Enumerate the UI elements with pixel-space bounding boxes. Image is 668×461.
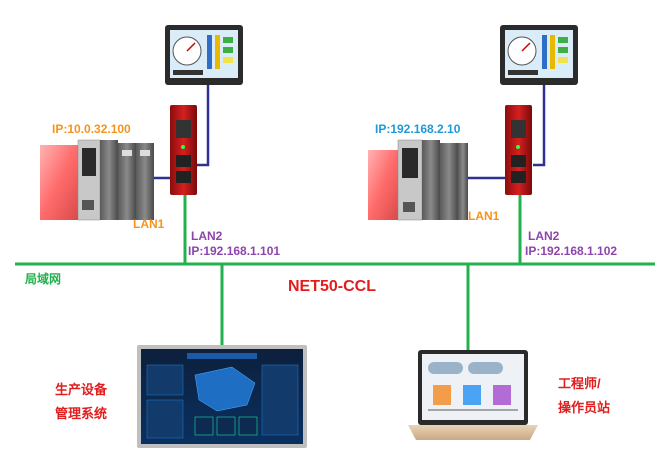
left-gateway-device xyxy=(170,105,197,195)
right-plc-ip-label: IP:192.168.2.10 xyxy=(375,122,461,136)
lan-label: 局域网 xyxy=(25,271,61,286)
right-lan2-label: LAN2 xyxy=(528,229,560,243)
mes-label-line1: 生产设备 xyxy=(55,382,108,397)
left-lan2-ip-label: IP:192.168.1.101 xyxy=(188,244,280,258)
mes-monitor xyxy=(137,345,307,448)
left-lan2-label: LAN2 xyxy=(191,229,223,243)
eng-label-line1: 工程师/ xyxy=(558,376,601,391)
right-gateway-device xyxy=(505,105,532,195)
left-lan1-label: LAN1 xyxy=(133,217,165,231)
right-hmi-panel xyxy=(500,25,578,85)
left-plc-rack xyxy=(40,139,154,221)
left-hmi-link xyxy=(197,85,210,167)
right-hmi-link xyxy=(533,85,546,167)
engineer-laptop xyxy=(408,350,538,440)
right-lan2-ip-label: IP:192.168.1.102 xyxy=(525,244,617,258)
right-plc-rack xyxy=(368,139,468,221)
eng-label-line2: 操作员站 xyxy=(558,400,610,415)
mes-label-line2: 管理系统 xyxy=(55,406,107,421)
left-hmi-panel xyxy=(165,25,243,85)
labels: IP:10.0.32.100 LAN1 LAN2 IP:192.168.1.10… xyxy=(25,122,617,421)
right-lan1-label: LAN1 xyxy=(468,209,500,223)
bus-label: NET50-CCL xyxy=(288,278,376,295)
left-plc-ip-label: IP:10.0.32.100 xyxy=(52,122,131,136)
